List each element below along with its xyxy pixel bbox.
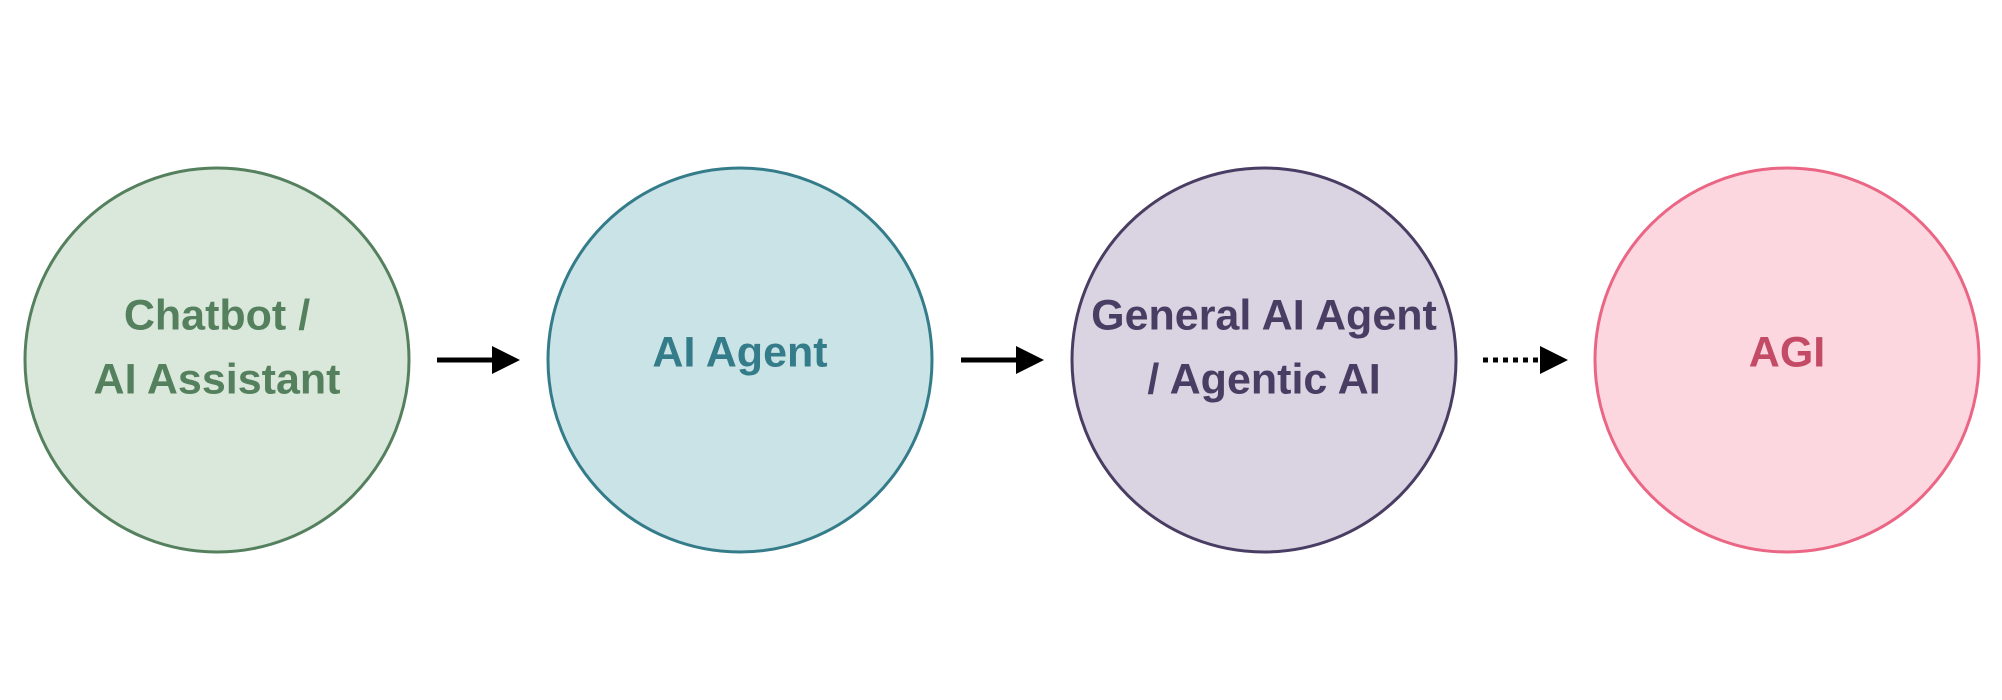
node-agi-label: AGI <box>1749 328 1825 376</box>
node-chatbot-label-line-1: Chatbot / <box>124 291 310 339</box>
node-general-agent-label-line-2: / Agentic AI <box>1147 355 1380 403</box>
edge-3-arrowhead <box>1540 346 1568 374</box>
edge-2-arrowhead <box>1016 346 1044 374</box>
edge-1-arrowhead <box>492 346 520 374</box>
node-agi-circle <box>1593 166 1981 554</box>
edge-general-agent-to-agi <box>1483 346 1568 374</box>
node-general-agent: General AI Agent / Agentic AI <box>1070 166 1458 554</box>
edge-chatbot-to-ai-agent <box>437 346 520 374</box>
node-general-agent-label-line-1: General AI Agent <box>1091 291 1437 339</box>
node-chatbot-circle <box>23 166 411 554</box>
node-chatbot-label-line-2: AI Assistant <box>94 355 341 403</box>
node-general-agent-circle <box>1070 166 1458 554</box>
node-ai-agent-label: AI Agent <box>652 328 827 376</box>
node-chatbot: Chatbot / AI Assistant <box>23 166 411 554</box>
node-agi: AGI <box>1593 166 1981 554</box>
node-ai-agent-circle <box>546 166 934 554</box>
node-ai-agent: AI Agent <box>546 166 934 554</box>
edge-ai-agent-to-general-agent <box>961 346 1044 374</box>
